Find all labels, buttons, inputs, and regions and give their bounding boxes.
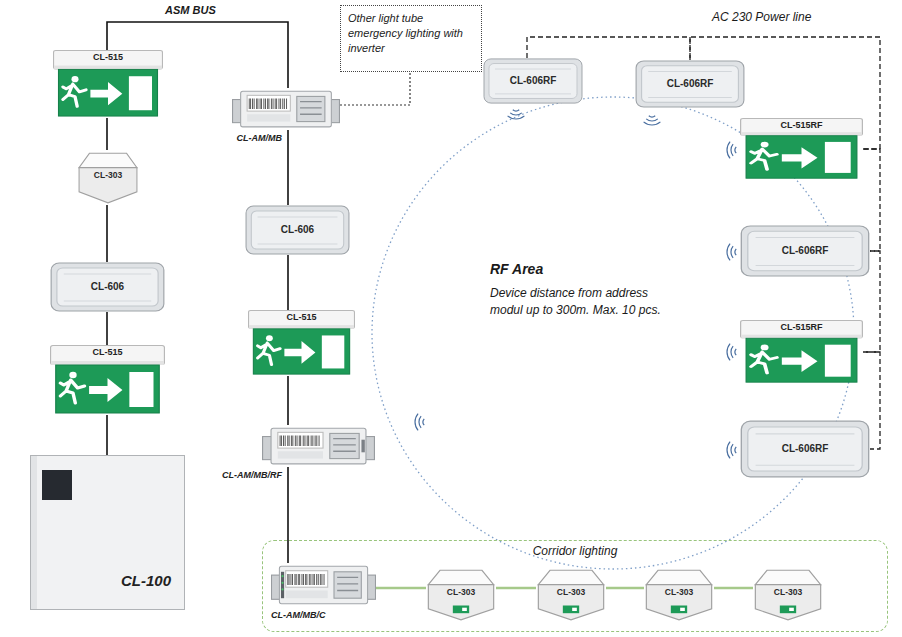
device-label: CL-303 — [753, 587, 823, 598]
wave-arc — [731, 246, 733, 258]
note-box: Other light tube emergency lighting with… — [340, 5, 482, 72]
bulkhead-luminaire: CL-606RF — [740, 225, 870, 277]
ceiling-luminaire: CL-303 — [536, 567, 606, 622]
device-label: CL-606 — [245, 224, 350, 236]
corridor-address-module: CL-AM/MB/C — [271, 563, 376, 607]
device-label: CL-AM/MB/C — [271, 610, 326, 621]
wave-arc — [419, 416, 421, 428]
device-label: CL-606RF — [635, 78, 745, 90]
device-illustration — [262, 425, 375, 467]
wave-arc — [731, 444, 733, 456]
address-module: CL-AM/MB — [232, 88, 340, 130]
ceiling-luminaire: CL-303 — [77, 150, 139, 205]
group-title: Corridor lighting — [263, 544, 887, 558]
device-label: CL-AM/MB — [237, 133, 283, 144]
device-label: CL-303 — [644, 587, 714, 598]
bulkhead-luminaire: CL-606RF — [483, 58, 583, 104]
device-label: CL-303 — [536, 587, 606, 598]
ceiling-luminaire: CL-303 — [426, 567, 496, 622]
bulkhead-luminaire: CL-606RF — [740, 420, 870, 478]
wave-arc — [415, 414, 418, 431]
area-note: Device distance from address modul up to… — [490, 285, 675, 319]
exit-sign: CL-515 — [53, 50, 163, 118]
bus-line — [106, 205, 108, 262]
wave-arc — [731, 346, 733, 358]
device-label: CL-515RF — [740, 322, 863, 333]
device-label: CL-606RF — [740, 443, 870, 455]
wave-arc — [727, 244, 730, 261]
corridor-line — [714, 587, 753, 590]
wave-arc — [735, 447, 736, 453]
wave-arc — [646, 119, 658, 121]
wave-arc — [731, 144, 733, 156]
wave-arc — [508, 116, 525, 119]
device-label: CL-606RF — [483, 75, 583, 87]
wave-arc — [510, 113, 522, 115]
rf-address-module: CL-AM/MB/RF — [262, 425, 375, 467]
wave-arc — [513, 110, 519, 111]
ceiling-luminaire: CL-303 — [644, 567, 714, 622]
bus-line — [287, 467, 289, 563]
bus-line — [287, 130, 289, 205]
bulkhead-luminaire: CL-606 — [245, 205, 350, 255]
bus-line — [106, 118, 108, 150]
device-label: CL-303 — [77, 170, 139, 181]
device-label: CL-606RF — [740, 245, 870, 257]
device-label: CL-515 — [53, 52, 163, 63]
corridor-line — [606, 587, 644, 590]
ceiling-luminaire: CL-303 — [753, 567, 823, 622]
device-label: CL-303 — [426, 587, 496, 598]
bus-label: AC 230 Power line — [712, 10, 811, 24]
device-label: CL-100 — [121, 572, 171, 590]
wave-arc — [735, 147, 736, 153]
wave-arc — [735, 249, 736, 255]
device-illustration — [232, 88, 340, 130]
bus-line — [287, 376, 289, 425]
bus-line — [340, 72, 410, 105]
bus-label: ASM BUS — [165, 3, 216, 17]
exit-sign: CL-515 — [50, 345, 165, 415]
corridor-group: Corridor lightingCL-AM/MB/CCL-303CL-303C… — [262, 540, 888, 632]
wave-arc — [727, 442, 730, 459]
bulkhead-luminaire: CL-606 — [50, 262, 165, 312]
device-label: CL-AM/MB/RF — [222, 470, 282, 481]
device-label: CL-515 — [248, 312, 355, 323]
area-title: RF Area — [490, 261, 543, 278]
note-text: Other light tube emergency lighting with… — [348, 11, 474, 56]
bus-line — [287, 255, 289, 310]
exit-sign: CL-515RF — [740, 320, 863, 384]
wave-arc — [649, 116, 655, 117]
bus-line — [106, 312, 108, 345]
wave-arc — [727, 344, 730, 361]
device-label: CL-515RF — [740, 120, 863, 131]
central-battery-unit: CL-100 — [30, 455, 185, 610]
wave-arc — [735, 349, 736, 355]
corridor-line — [496, 587, 536, 590]
corridor-line — [376, 587, 426, 590]
wave-arc — [644, 122, 661, 125]
wave-arc — [423, 419, 424, 425]
device-illustration — [271, 563, 376, 607]
device-label: CL-515 — [50, 347, 165, 358]
bulkhead-luminaire: CL-606RF — [635, 60, 745, 108]
device-label: CL-606 — [50, 281, 165, 293]
exit-sign: CL-515 — [248, 310, 355, 376]
exit-sign: CL-515RF — [740, 118, 863, 180]
power-line — [527, 37, 690, 60]
wave-arc — [727, 142, 730, 159]
bus-line — [106, 415, 108, 455]
